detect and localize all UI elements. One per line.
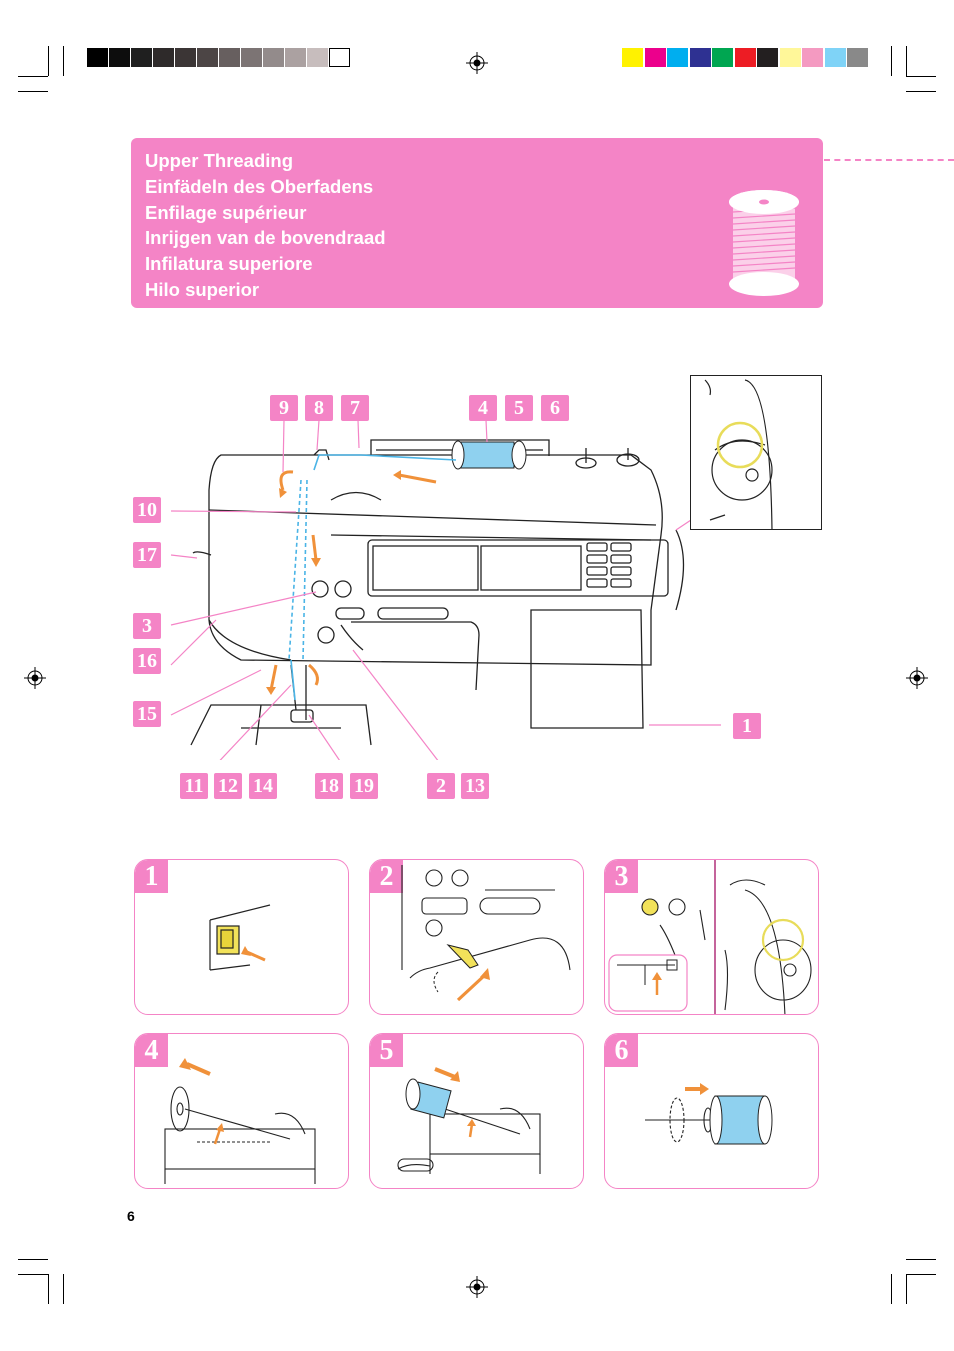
- title-english: Upper Threading: [145, 150, 294, 171]
- color-swatch: [712, 48, 733, 67]
- needle-position-illustration: [608, 860, 812, 1014]
- step-card-1: 1: [134, 859, 349, 1015]
- callout-7: 7: [341, 395, 369, 421]
- title-italian: Infilatura superiore: [145, 253, 313, 275]
- page-number: 6: [127, 1208, 135, 1224]
- color-swatch: [667, 48, 688, 67]
- color-swatch: [197, 48, 218, 67]
- color-swatch: [847, 48, 868, 67]
- callout-8: 8: [305, 395, 333, 421]
- presser-foot-lever-illustration: [401, 865, 571, 1002]
- color-swatch: [241, 48, 262, 67]
- color-swatch: [175, 48, 196, 67]
- step-number: 1: [135, 860, 168, 893]
- callout-5: 5: [505, 395, 533, 421]
- title-spanish: Hilo superior: [145, 278, 260, 300]
- presser-foot-lifter-detail: [690, 375, 822, 530]
- color-swatch: [307, 48, 328, 67]
- header-dashed-rule: [824, 159, 954, 161]
- callout-10: 10: [133, 497, 161, 523]
- color-swatch: [734, 48, 756, 67]
- color-swatch: [802, 48, 823, 67]
- step-number: 3: [605, 860, 638, 893]
- color-swatch: [644, 48, 666, 67]
- callout-4: 4: [469, 395, 497, 421]
- color-swatch: [87, 48, 108, 67]
- color-swatch: [219, 48, 240, 67]
- sewing-machine-illustration: [170, 419, 721, 760]
- step-number: 5: [370, 1034, 403, 1067]
- registration-mark-icon: [906, 667, 928, 689]
- step-number: 2: [370, 860, 403, 893]
- color-swatch: [109, 48, 130, 67]
- callout-9: 9: [270, 395, 298, 421]
- callout-13: 13: [461, 773, 489, 799]
- title-french: Enfilage supérieur: [145, 201, 307, 223]
- color-swatch: [779, 48, 801, 67]
- title-dutch: Inrijgen van de bovendraad: [145, 227, 386, 249]
- color-swatch: [622, 48, 643, 67]
- callout-3: 3: [133, 613, 161, 639]
- thread-spool-icon: [729, 190, 799, 296]
- color-swatch: [824, 48, 846, 67]
- spool-placement-illustration: [397, 1067, 541, 1174]
- registration-mark-icon: [24, 667, 46, 689]
- color-swatch: [131, 48, 152, 67]
- power-switch-illustration: [209, 904, 271, 971]
- color-swatch: [285, 48, 306, 67]
- step-card-2: 2: [369, 859, 584, 1015]
- callout-11: 11: [180, 773, 208, 799]
- callout-19: 19: [350, 773, 378, 799]
- color-swatch: [153, 48, 174, 67]
- color-swatch: [329, 48, 350, 67]
- step-card-4: 4: [134, 1033, 349, 1189]
- step-card-3: 3: [604, 859, 819, 1015]
- registration-mark-icon: [466, 1276, 488, 1298]
- step-number: 6: [605, 1034, 638, 1067]
- spool-cap-attach-illustration: [645, 1083, 773, 1145]
- callout-18: 18: [315, 773, 343, 799]
- step-card-5: 5: [369, 1033, 584, 1189]
- title-german: Einfädeln des Oberfadens: [145, 175, 374, 197]
- spool-cap-removal-illustration: [164, 1058, 316, 1184]
- callout-15: 15: [133, 701, 161, 727]
- callout-14: 14: [249, 773, 277, 799]
- registration-mark-icon: [466, 52, 488, 74]
- callout-16: 16: [133, 648, 161, 674]
- color-swatch: [263, 48, 284, 67]
- step-card-6: 6: [604, 1033, 819, 1189]
- color-swatch: [689, 48, 711, 67]
- callout-17: 17: [133, 542, 161, 568]
- section-header: Upper Threading Einfädeln des Oberfadens…: [131, 138, 823, 308]
- callout-12: 12: [214, 773, 242, 799]
- color-swatch: [757, 48, 778, 67]
- step-number: 4: [135, 1034, 168, 1067]
- callout-6: 6: [541, 395, 569, 421]
- callout-2: 2: [427, 773, 455, 799]
- callout-1: 1: [733, 713, 761, 739]
